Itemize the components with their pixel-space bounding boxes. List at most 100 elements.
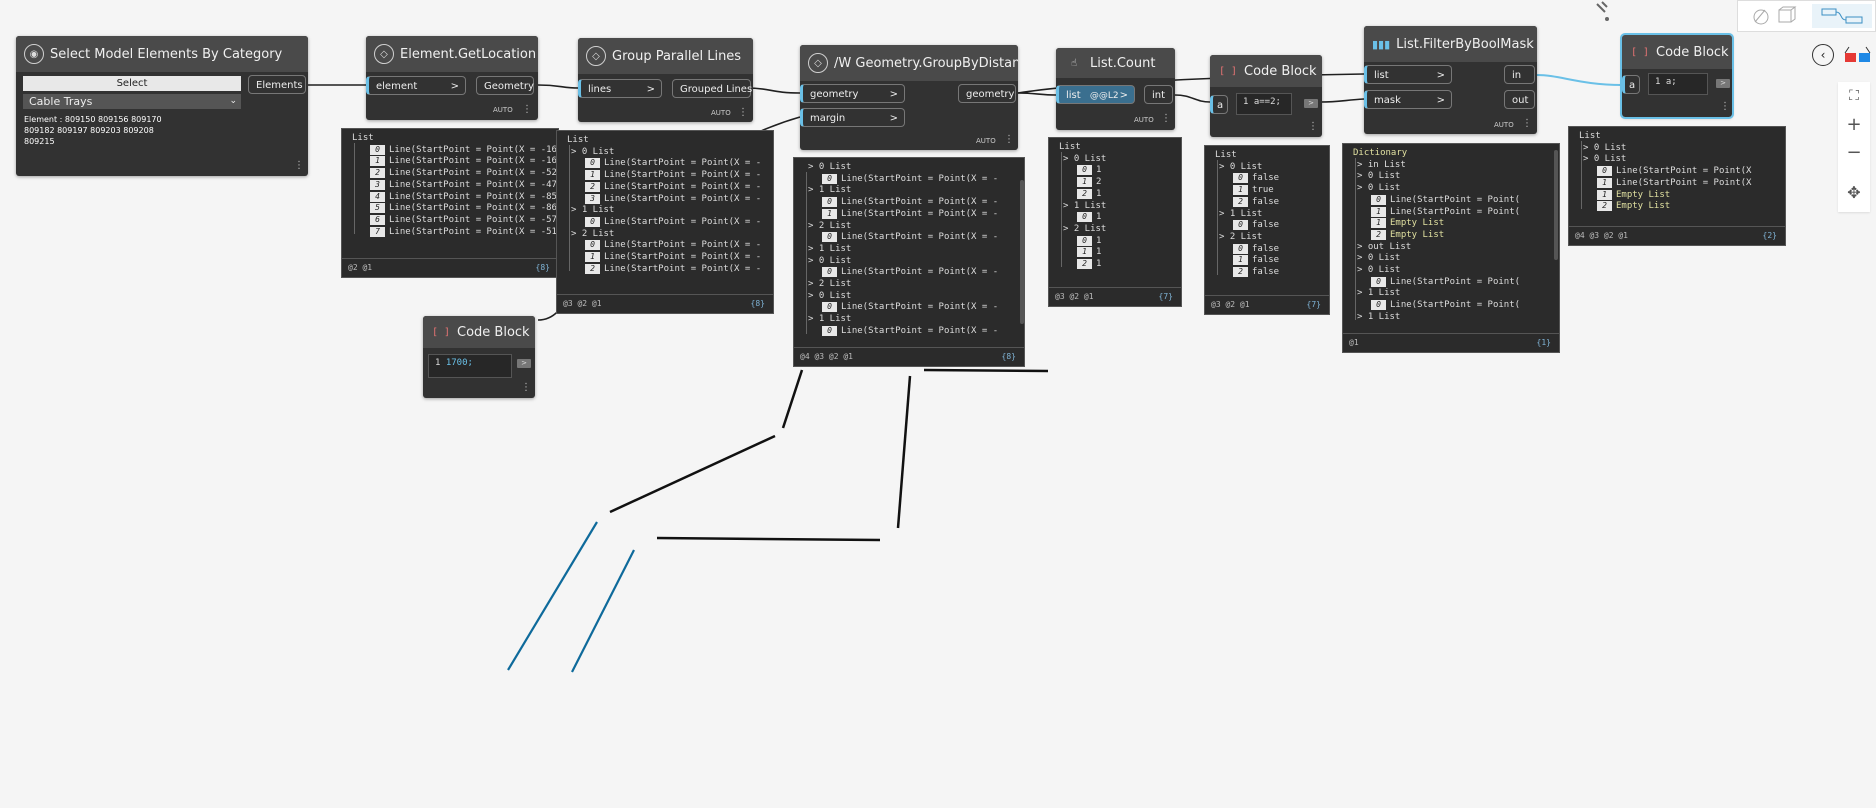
output-elements[interactable]: Elements bbox=[248, 75, 306, 94]
tree-line bbox=[1061, 152, 1062, 267]
item-value: Line(StartPoint = Point(X = - bbox=[841, 173, 999, 184]
preview-footer: @3 @2 @1{8} bbox=[557, 294, 773, 313]
wire-group-gbd[interactable] bbox=[746, 87, 801, 94]
node-menu-icon[interactable]: ⋮ bbox=[1720, 101, 1730, 112]
list-level[interactable]: @@L2 bbox=[1089, 91, 1119, 101]
output-out[interactable]: out bbox=[1504, 90, 1535, 109]
hand-icon: ☝ bbox=[1070, 57, 1078, 69]
output-in[interactable]: in bbox=[1504, 65, 1535, 84]
lacing-label[interactable]: AUTO bbox=[1494, 121, 1514, 129]
input-a[interactable]: a bbox=[1210, 95, 1228, 114]
level-indicator: @4 @3 @2 @1 bbox=[800, 352, 853, 361]
item-index: 0 bbox=[585, 158, 600, 169]
category-dropdown[interactable]: Cable Trays⌄ bbox=[23, 94, 241, 109]
output-geometry[interactable]: geometry bbox=[958, 84, 1016, 103]
input-list[interactable]: list @@L2> bbox=[1056, 85, 1135, 104]
code-block-icon: [ ] bbox=[431, 326, 451, 338]
item-index: 0 bbox=[822, 197, 837, 208]
geometry-view-icon[interactable] bbox=[1746, 5, 1804, 27]
code-block-eq-node[interactable]: [ ]Code Block a 1 a==2; > ⋮ bbox=[1210, 55, 1322, 137]
output-geometry[interactable]: Geometry bbox=[476, 76, 534, 95]
code-block-a-node[interactable]: [ ]Code Block a 1 a; > ⋮ bbox=[1620, 33, 1734, 119]
wire-filter-cb-a[interactable] bbox=[1536, 74, 1623, 86]
zoom-in-icon[interactable]: + bbox=[1846, 113, 1862, 135]
lacing-label[interactable]: AUTO bbox=[493, 106, 513, 114]
lacing-label[interactable]: AUTO bbox=[976, 137, 996, 145]
input-geometry[interactable]: geometry> bbox=[800, 84, 905, 103]
select-button[interactable]: Select bbox=[23, 76, 241, 91]
item-value: false bbox=[1252, 267, 1280, 277]
scrollbar[interactable] bbox=[1554, 150, 1558, 260]
preview-sublist: > 2 List bbox=[808, 220, 852, 231]
filter-by-bool-mask-node[interactable]: ▮▮▮List.FilterByBoolMask list> mask> in … bbox=[1364, 26, 1537, 134]
node-menu-icon[interactable]: ⋮ bbox=[1308, 121, 1318, 132]
pan-icon[interactable]: ✥ bbox=[1847, 182, 1861, 202]
input-margin[interactable]: margin> bbox=[800, 108, 905, 127]
item-index: 5 bbox=[370, 203, 385, 214]
code-editor[interactable]: 1 a==2; bbox=[1236, 93, 1292, 115]
code-block-1700-node[interactable]: [ ]Code Block 1 1700; > ⋮ bbox=[423, 316, 535, 398]
item-value: 1 bbox=[1096, 259, 1102, 269]
item-index: 0 bbox=[1077, 165, 1092, 176]
list-count-node[interactable]: ☝List.Count list @@L2> int AUTO ⋮ bbox=[1056, 48, 1175, 130]
item-index: 1 bbox=[1077, 247, 1092, 258]
eyedropper-icon[interactable] bbox=[1590, 0, 1612, 22]
node-menu-icon[interactable]: ⋮ bbox=[738, 107, 748, 118]
wire-gbd-count[interactable] bbox=[1017, 92, 1057, 96]
node-menu-icon[interactable]: ⋮ bbox=[1004, 134, 1014, 145]
code-editor[interactable]: 1 1700; bbox=[428, 354, 512, 378]
input-lines[interactable]: lines> bbox=[578, 79, 662, 98]
preview-sublist: > 0 List bbox=[1219, 161, 1263, 172]
graph-view-icon[interactable] bbox=[1812, 4, 1872, 28]
item-count: {8} bbox=[535, 263, 550, 272]
code-editor[interactable]: 1 a; bbox=[1648, 73, 1708, 95]
scrollbar[interactable] bbox=[1020, 180, 1024, 324]
item-count: {8} bbox=[750, 299, 765, 308]
3d-glasses-icon[interactable] bbox=[1842, 44, 1874, 66]
node-menu-icon[interactable]: ⋮ bbox=[294, 160, 304, 171]
lacing-label[interactable]: AUTO bbox=[1134, 116, 1154, 124]
item-value: false bbox=[1252, 220, 1280, 231]
input-list[interactable]: list> bbox=[1364, 65, 1452, 84]
output-int[interactable]: int bbox=[1144, 85, 1173, 104]
node-menu-icon[interactable]: ⋮ bbox=[1522, 118, 1532, 129]
input-element[interactable]: element> bbox=[366, 76, 466, 95]
lacing-label[interactable]: AUTO bbox=[711, 109, 731, 117]
node-menu-icon[interactable]: ⋮ bbox=[522, 104, 532, 115]
node-menu-icon[interactable]: ⋮ bbox=[521, 382, 531, 393]
output-port[interactable]: > bbox=[1716, 79, 1730, 88]
group-parallel-lines-node[interactable]: ◇Group Parallel Lines lines> Grouped Lin… bbox=[578, 38, 753, 122]
input-a[interactable]: a bbox=[1622, 75, 1640, 94]
item-count: {8} bbox=[1001, 352, 1016, 361]
output-port[interactable]: > bbox=[1304, 99, 1318, 108]
node-menu-icon[interactable]: ⋮ bbox=[1161, 113, 1171, 124]
input-mask[interactable]: mask> bbox=[1364, 90, 1452, 109]
getlocation-node[interactable]: ◇Element.GetLocation element> Geometry A… bbox=[366, 36, 538, 120]
preview-sublist: > 2 List bbox=[1063, 223, 1107, 234]
output-port[interactable]: > bbox=[517, 359, 531, 368]
item-index: 0 bbox=[822, 173, 837, 184]
wire-count-eq[interactable] bbox=[1174, 94, 1211, 103]
wire-getloc-group[interactable] bbox=[537, 84, 579, 89]
chevron-left-icon[interactable]: ‹ bbox=[1812, 44, 1834, 66]
zoom-fit-icon[interactable]: ⛶ bbox=[1849, 88, 1859, 104]
zoom-out-icon[interactable]: − bbox=[1846, 141, 1862, 163]
select-elements-node[interactable]: ◉Select Model Elements By Category Selec… bbox=[16, 36, 308, 176]
wire-eq-mask[interactable] bbox=[1319, 98, 1365, 103]
output-grouped-lines[interactable]: Grouped Lines bbox=[672, 79, 752, 98]
group-by-distance-node[interactable]: ◇/W Geometry.GroupByDistance geometry> m… bbox=[800, 45, 1018, 150]
item-index: 0 bbox=[822, 232, 837, 243]
